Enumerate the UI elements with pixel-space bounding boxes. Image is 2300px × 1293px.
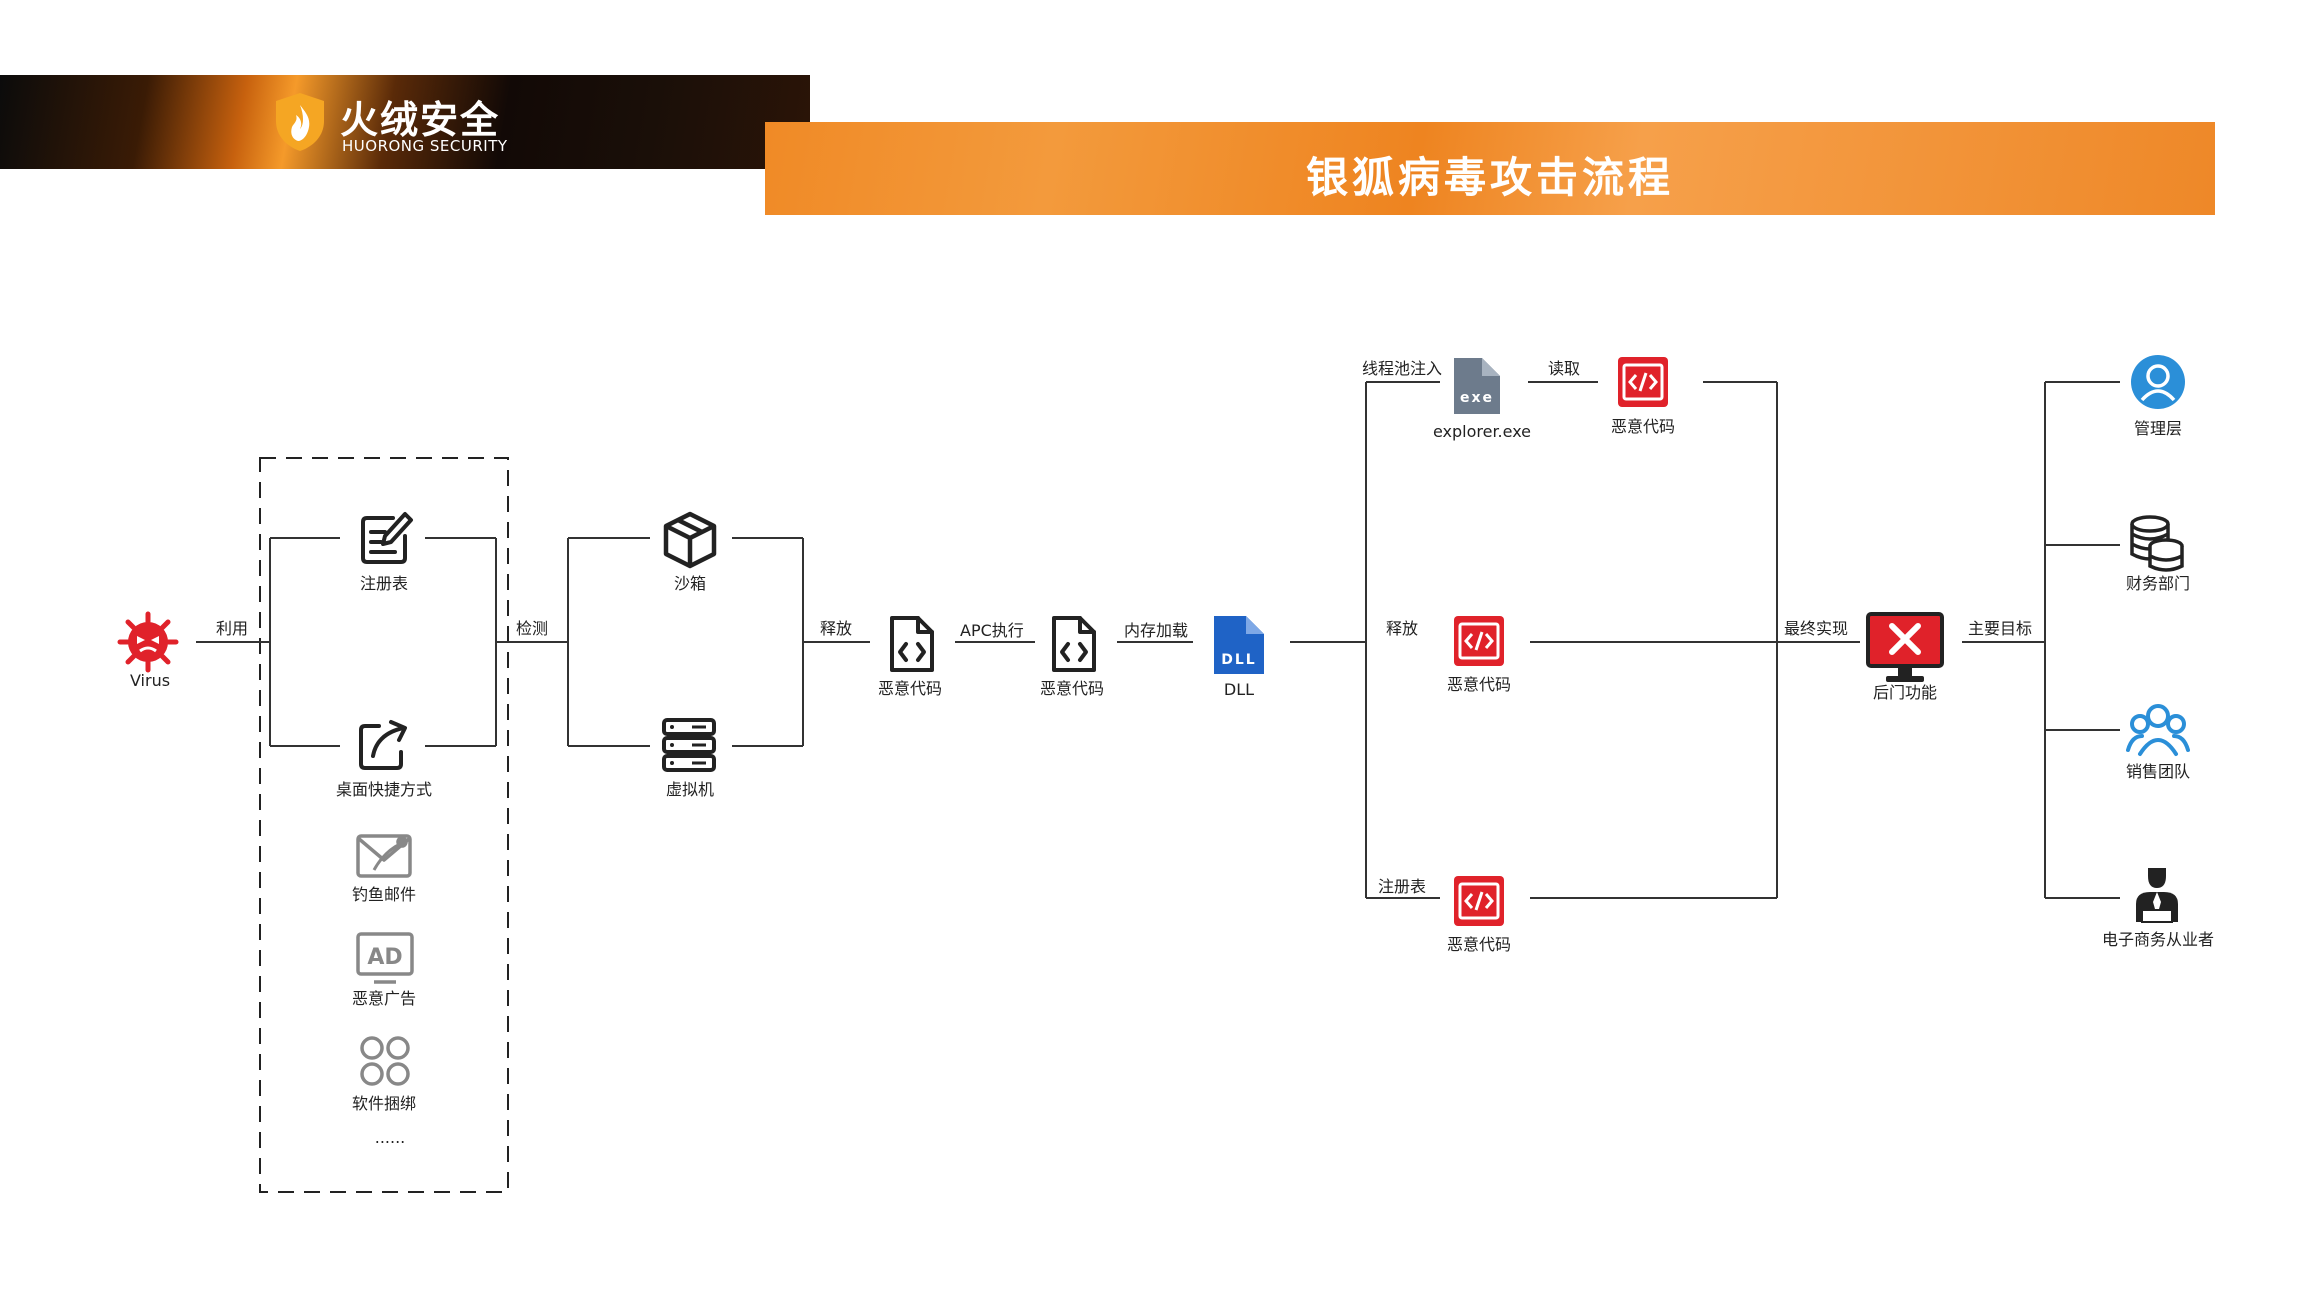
sales-team-icon	[2126, 704, 2190, 756]
edge-label-final: 最终实现	[1784, 619, 1848, 638]
infection-vector-box	[259, 457, 509, 1193]
code-file-icon-2	[1052, 616, 1096, 672]
shield-flame-logo-icon	[276, 93, 324, 151]
malicious-code-icon-mid	[1454, 616, 1504, 666]
malicious-code-icon-top	[1618, 357, 1668, 407]
node-label-registry: 注册表	[360, 574, 408, 593]
edge-label-exploit: 利用	[216, 619, 248, 638]
brand-banner: 火绒安全 HUORONG SECURITY	[0, 75, 810, 169]
registry-edit-icon	[361, 512, 413, 564]
node-label-malcode-top: 恶意代码	[1611, 417, 1675, 436]
ecommerce-person-icon	[2136, 868, 2178, 923]
brand-name: 火绒安全	[340, 98, 501, 142]
svg-text:DLL: DLL	[1221, 652, 1256, 668]
node-label-vm: 虚拟机	[666, 780, 714, 799]
node-label-bundling: 软件捆绑	[352, 1094, 416, 1113]
node-label-virus: Virus	[130, 671, 170, 690]
node-label-explorer: explorer.exe	[1433, 422, 1531, 441]
svg-text:exe: exe	[1460, 390, 1494, 406]
title-banner: 银狐病毒攻击流程	[765, 122, 2215, 215]
phishing-mail-icon	[356, 834, 412, 878]
node-label-sales: 销售团队	[2126, 762, 2190, 781]
node-label-finance: 财务部门	[2126, 574, 2190, 593]
node-label-malcode-mid: 恶意代码	[1447, 675, 1511, 694]
node-label-malcode-bot: 恶意代码	[1447, 935, 1511, 954]
ad-monitor-icon: AD	[356, 932, 414, 984]
edge-label-release2: 释放	[1386, 619, 1418, 638]
edge-label-detect: 检测	[516, 619, 548, 638]
code-file-icon-1	[890, 616, 934, 672]
brand-subtitle: HUORONG SECURITY	[342, 137, 508, 155]
node-label-ecommerce: 电子商务从业者	[2102, 930, 2214, 949]
svg-text:AD: AD	[367, 945, 402, 970]
node-label-malcode-1: 恶意代码	[878, 679, 942, 698]
connector-lines	[196, 381, 2120, 899]
bundle-apps-icon	[360, 1036, 410, 1086]
page-title: 银狐病毒攻击流程	[1305, 153, 1674, 202]
node-label-malcode-2: 恶意代码	[1040, 679, 1104, 698]
node-label-desktop-shortcut: 桌面快捷方式	[336, 780, 432, 799]
node-label-management: 管理层	[2134, 419, 2182, 438]
edge-label-read: 读取	[1548, 359, 1580, 378]
node-label-sandbox: 沙箱	[674, 574, 706, 593]
node-label-backdoor: 后门功能	[1873, 683, 1937, 702]
malicious-code-icon-bot	[1454, 876, 1504, 926]
edge-label-target: 主要目标	[1968, 619, 2032, 638]
node-label-phishing: 钓鱼邮件	[352, 885, 416, 904]
exe-file-icon: exe	[1454, 358, 1500, 414]
ellipsis-more: ......	[375, 1128, 406, 1147]
edge-label-threadpool: 线程池注入	[1362, 359, 1442, 378]
backdoor-monitor-icon	[1866, 612, 1944, 682]
node-label-malicious-ad: 恶意广告	[352, 989, 416, 1008]
management-user-icon	[2131, 355, 2185, 409]
sandbox-cube-icon	[663, 511, 717, 569]
vm-server-icon	[662, 718, 716, 772]
dll-file-icon: DLL	[1214, 616, 1264, 674]
shortcut-share-icon	[359, 720, 407, 770]
node-label-dll: DLL	[1224, 680, 1254, 699]
virus-icon	[117, 611, 179, 673]
edge-label-registry: 注册表	[1378, 877, 1426, 896]
finance-coins-icon	[2130, 515, 2184, 572]
edge-label-memload: 内存加载	[1124, 621, 1188, 640]
edge-label-release: 释放	[820, 619, 852, 638]
edge-label-apc: APC执行	[960, 621, 1024, 640]
